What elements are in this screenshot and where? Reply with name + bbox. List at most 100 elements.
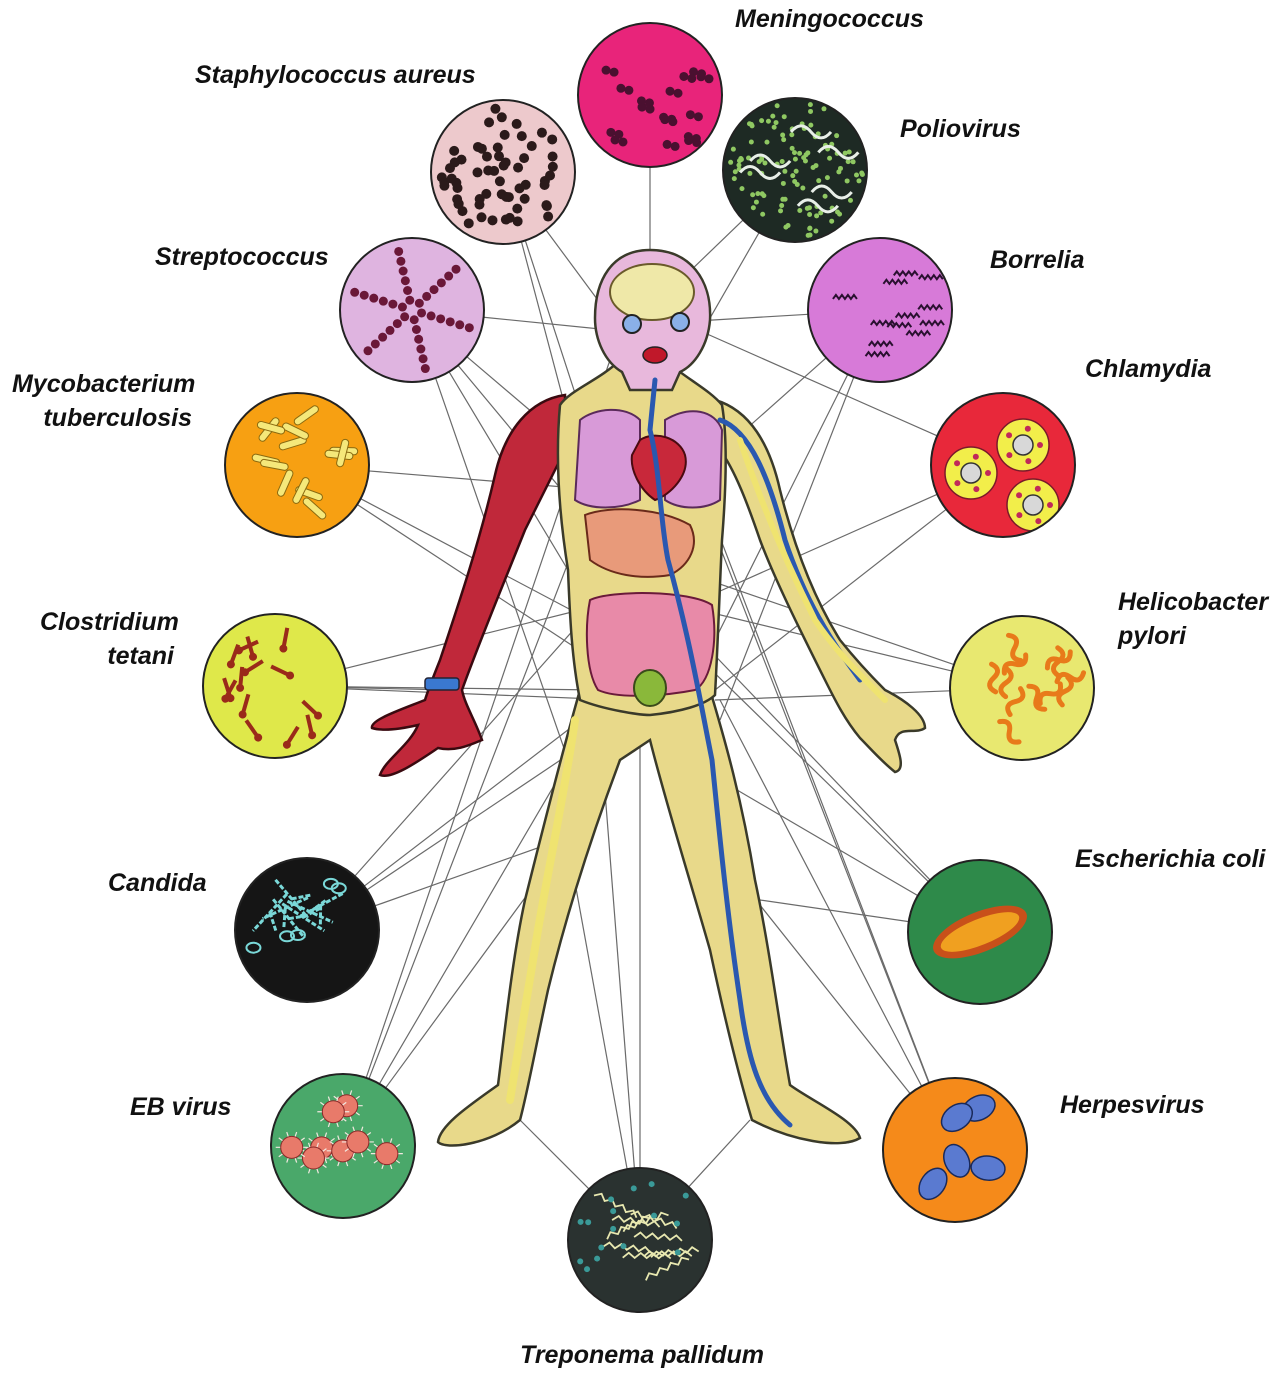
pathogen-particle bbox=[760, 212, 765, 217]
pathogen-nucleus bbox=[1013, 435, 1033, 455]
pathogen-cell bbox=[484, 117, 494, 127]
pathogen-particle bbox=[759, 157, 764, 162]
pathogen-particle bbox=[790, 173, 795, 178]
pathogen-body bbox=[1035, 486, 1041, 492]
pathogen-cell bbox=[422, 292, 431, 301]
pathogen-particle bbox=[775, 103, 780, 108]
pathogen-particle bbox=[620, 1243, 626, 1249]
pathogen-particle bbox=[792, 150, 797, 155]
pathogen-body bbox=[1037, 442, 1043, 448]
pathogen-cell bbox=[663, 140, 672, 149]
pathogen-cell bbox=[465, 323, 474, 332]
pathogen-cell bbox=[401, 276, 410, 285]
pathogen-particle bbox=[800, 186, 805, 191]
pathogen-cell bbox=[403, 286, 412, 295]
pathogen-cell bbox=[602, 66, 611, 75]
pathogen-cell bbox=[694, 112, 703, 121]
pathogen-label-treponema: Treponema pallidum bbox=[520, 1338, 764, 1372]
body-brain bbox=[610, 264, 694, 320]
pathogen-cell bbox=[610, 135, 619, 144]
pathogen-cell bbox=[416, 345, 425, 354]
pathogen-particle bbox=[651, 1213, 657, 1219]
pathogen-body bbox=[1047, 502, 1053, 508]
pathogen-cell bbox=[369, 294, 378, 303]
pathogen-particle bbox=[825, 175, 830, 180]
pathogen-cell bbox=[444, 272, 453, 281]
pathogen-particle bbox=[790, 146, 795, 151]
body-wrist-band bbox=[425, 678, 459, 690]
pathogen-particle bbox=[807, 226, 812, 231]
pathogen-cell bbox=[436, 314, 445, 323]
pathogen-label-line: tetani bbox=[40, 639, 174, 673]
pathogen-cell bbox=[455, 320, 464, 329]
pathogen-cell bbox=[513, 163, 523, 173]
pathogen-circle-meningococcus bbox=[578, 23, 722, 167]
pathogen-cell bbox=[410, 315, 419, 324]
pathogen-body bbox=[954, 480, 960, 486]
pathogen-cell bbox=[350, 288, 359, 297]
pathogen-circle-ebvirus bbox=[271, 1074, 415, 1218]
pathogen-cell bbox=[452, 265, 461, 274]
body-arm-muscle bbox=[372, 395, 565, 776]
pathogen-particle bbox=[836, 169, 841, 174]
pathogen-cell bbox=[473, 142, 483, 152]
pathogen-particle bbox=[766, 119, 771, 124]
pathogen-label-line: Chlamydia bbox=[1085, 352, 1211, 386]
pathogen-cell bbox=[645, 98, 654, 107]
pathogen-particle bbox=[808, 109, 813, 114]
pathogen-particle bbox=[755, 191, 760, 196]
pathogen-cell bbox=[671, 142, 680, 151]
pathogen-nucleus bbox=[961, 463, 981, 483]
pathogen-particle bbox=[846, 159, 851, 164]
pathogen-body bbox=[1025, 458, 1031, 464]
pathogen-particle bbox=[749, 140, 754, 145]
pathogen-cell bbox=[495, 176, 505, 186]
pathogen-cell bbox=[500, 130, 510, 140]
pathogen-particle bbox=[797, 151, 802, 156]
pathogen-circle-borrelia bbox=[808, 238, 952, 382]
pathogen-particle bbox=[781, 181, 786, 186]
pathogen-cell bbox=[452, 194, 462, 204]
pathogen-particle bbox=[577, 1258, 583, 1264]
pathogen-particle bbox=[851, 159, 856, 164]
pathogen-cell bbox=[400, 312, 409, 321]
body-eye-left bbox=[623, 315, 641, 333]
pathogen-cell bbox=[674, 89, 683, 98]
pathogen-particle bbox=[835, 209, 840, 214]
pathogen-particle bbox=[779, 203, 784, 208]
pathogen-cell bbox=[543, 212, 553, 222]
pathogen-particle bbox=[610, 1208, 616, 1214]
pathogen-particle bbox=[813, 229, 818, 234]
pathogen-virion bbox=[281, 1136, 303, 1158]
pathogen-body bbox=[973, 486, 979, 492]
connector-line-treponema bbox=[520, 1120, 589, 1189]
pathogen-particle bbox=[732, 176, 737, 181]
pathogen-particle bbox=[738, 156, 743, 161]
pathogen-cell bbox=[439, 181, 449, 191]
pathogen-cell bbox=[371, 339, 380, 348]
pathogen-cell bbox=[398, 303, 407, 312]
pathogen-label-line: Helicobacter bbox=[1118, 585, 1268, 619]
pathogen-particle bbox=[829, 219, 834, 224]
pathogen-cell bbox=[399, 266, 408, 275]
pathogen-particle bbox=[608, 1196, 614, 1202]
pathogen-circle-ecoli bbox=[908, 860, 1052, 1004]
pathogen-particle bbox=[782, 114, 787, 119]
pathogen-cell bbox=[512, 204, 522, 214]
pathogen-particle bbox=[731, 147, 736, 152]
pathogen-particle bbox=[578, 1219, 584, 1225]
pathogen-cell bbox=[687, 74, 696, 83]
pathogen-particle bbox=[760, 191, 765, 196]
body-legs bbox=[438, 690, 860, 1146]
pathogen-cell bbox=[548, 151, 558, 161]
body-eye-right bbox=[671, 313, 689, 331]
pathogen-particle bbox=[770, 114, 775, 119]
pathogen-particle bbox=[856, 178, 861, 183]
pathogen-cell bbox=[388, 300, 397, 309]
pathogen-cell bbox=[437, 278, 446, 287]
pathogen-body bbox=[1006, 452, 1012, 458]
pathogen-circle-candida bbox=[235, 858, 379, 1002]
pathogen-cell bbox=[385, 326, 394, 335]
pathogen-virion bbox=[302, 1147, 324, 1169]
